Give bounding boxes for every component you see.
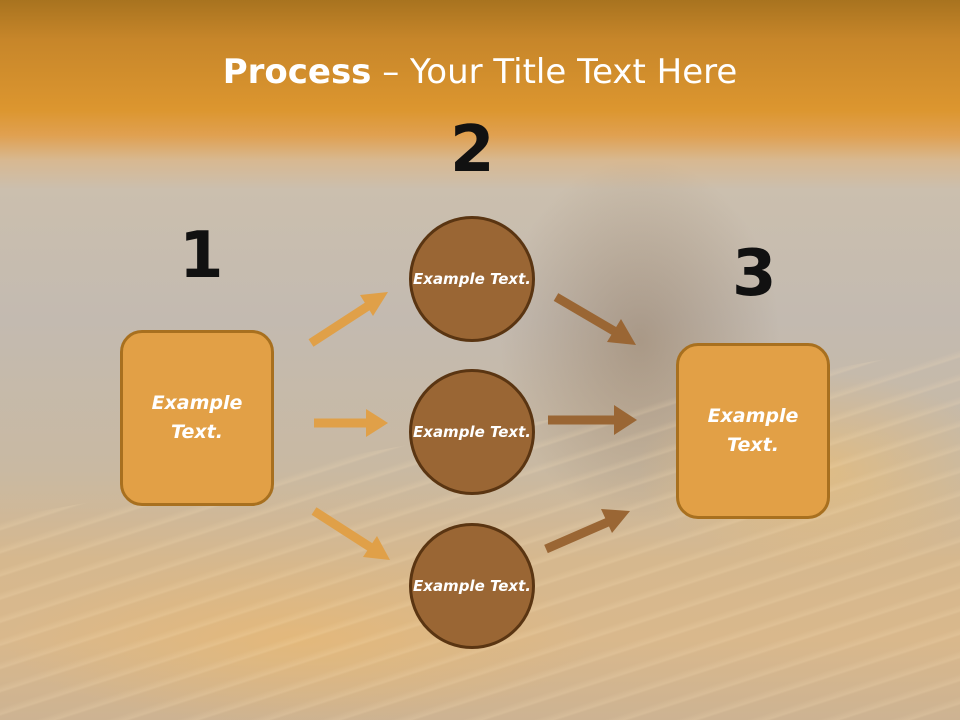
step-3-box: Example Text. xyxy=(676,343,830,519)
step-1-box: Example Text. xyxy=(120,330,274,506)
step-number-3: 3 xyxy=(732,237,777,311)
step-number-1: 1 xyxy=(179,219,224,293)
arrow-down-right-light xyxy=(311,507,390,560)
step-2-circle-bottom: Example Text. xyxy=(409,523,535,649)
step-2-circle-top: Example Text. xyxy=(409,216,535,342)
slide-title: Process – Your Title Text Here xyxy=(0,52,960,92)
arrow-up-right-dark xyxy=(544,509,630,554)
step-2-circle-bottom-text: Example Text. xyxy=(413,576,531,595)
step-2-circle-middle-text: Example Text. xyxy=(413,422,531,441)
arrow-down-right-dark xyxy=(553,293,636,345)
arrow-right-dark xyxy=(548,405,637,435)
arrow-right-light xyxy=(314,409,388,437)
arrows-step1-to-step2 xyxy=(308,292,390,560)
step-1-text: Example Text. xyxy=(151,392,243,443)
step-2-circle-top-text: Example Text. xyxy=(413,269,531,288)
title-rest: – Your Title Text Here xyxy=(371,52,738,92)
step-number-2: 2 xyxy=(450,113,495,187)
arrows-step2-to-step3 xyxy=(544,293,637,554)
arrow-up-right-light xyxy=(308,292,388,347)
step-2-circle-middle: Example Text. xyxy=(409,369,535,495)
title-bold: Process xyxy=(222,52,372,92)
step-3-text: Example Text. xyxy=(707,405,799,456)
